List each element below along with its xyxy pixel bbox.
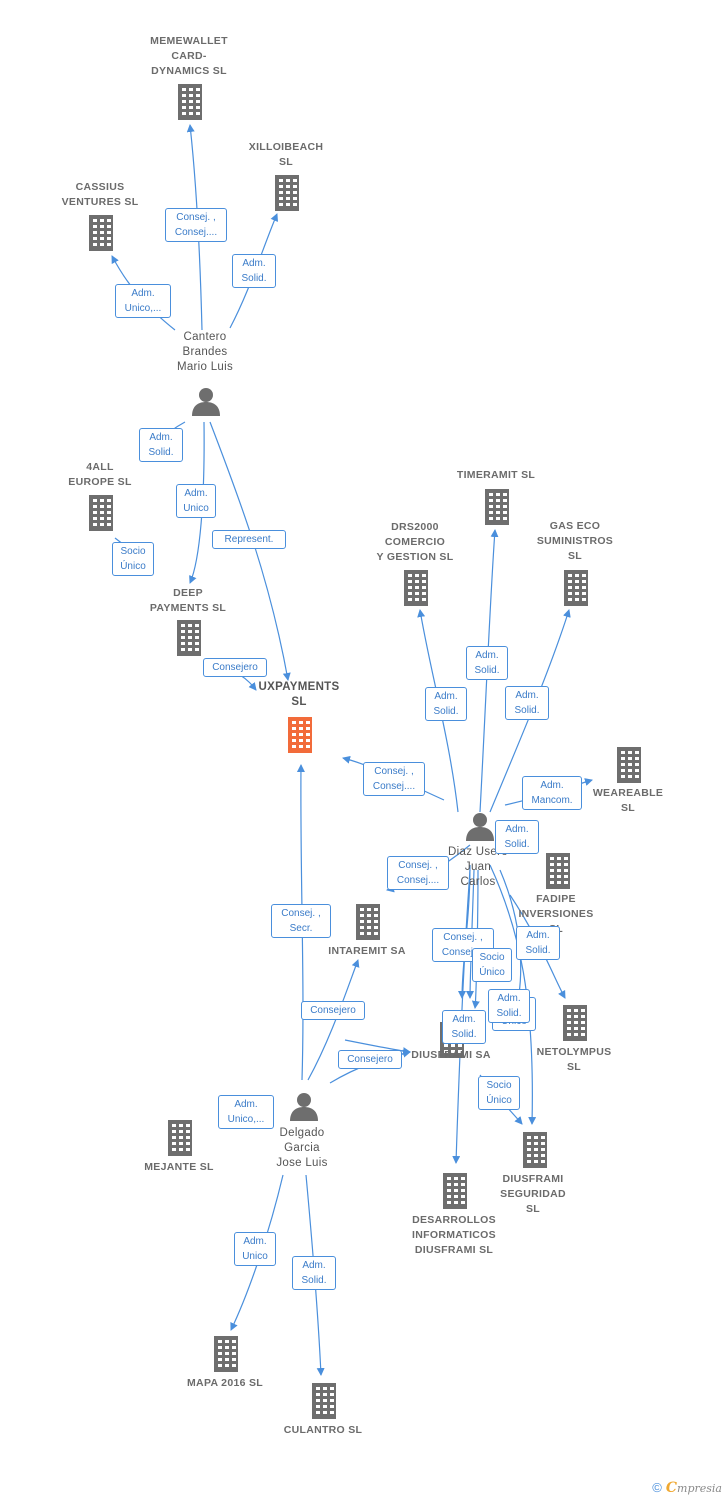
person-name[interactable]: Diaz Usero Juan Carlos — [448, 846, 508, 888]
building-icon[interactable] — [213, 1336, 239, 1377]
company-name[interactable]: MEMEWALLET CARD- DYNAMICS SL — [150, 35, 228, 77]
relationship-label[interactable]: Socio Único — [472, 948, 512, 982]
company-name[interactable]: CASSIUS VENTURES SL — [61, 181, 139, 208]
building-icon[interactable] — [545, 853, 571, 894]
building-icon[interactable] — [403, 570, 429, 611]
company-name[interactable]: MEJANTE SL — [144, 1161, 214, 1173]
relationship-label[interactable]: Adm. Solid. — [495, 820, 539, 854]
company-name[interactable]: 4ALL EUROPE SL — [68, 461, 132, 488]
relationship-edge — [452, 869, 471, 1164]
person-icon[interactable] — [465, 811, 495, 846]
copyright-symbol: © — [652, 1480, 662, 1495]
building-icon[interactable] — [176, 620, 202, 661]
company-name[interactable]: NETOLYMPUS SL — [536, 1046, 612, 1073]
relationship-label[interactable]: Consej. , Consej.... — [363, 762, 425, 796]
relationship-label[interactable]: Adm. Unico — [234, 1232, 276, 1266]
company-name[interactable]: XILLOIBEACH SL — [248, 141, 324, 168]
relationship-label[interactable]: Consejero — [338, 1050, 402, 1069]
relationship-label[interactable]: Adm. Mancom. — [522, 776, 582, 810]
person-name[interactable]: Delgado Garcia Jose Luis — [276, 1127, 328, 1169]
relationship-label[interactable]: Socio Único — [112, 542, 154, 576]
company-name[interactable]: DIUSFRAMI SEGURIDAD SL — [500, 1173, 566, 1215]
relationship-edge — [209, 421, 291, 681]
company-name[interactable]: GAS ECO SUMINISTROS SL — [536, 520, 614, 562]
relationship-label[interactable]: Consej. , Consej.... — [165, 208, 227, 242]
relationship-label[interactable]: Adm. Unico,... — [218, 1095, 274, 1129]
relationship-label[interactable]: Socio Único — [478, 1076, 520, 1110]
building-icon[interactable] — [274, 175, 300, 216]
relationship-label[interactable]: Adm. Solid. — [425, 687, 467, 721]
relationship-label[interactable]: Adm. Solid. — [139, 428, 183, 462]
building-icon[interactable] — [442, 1173, 468, 1214]
relationship-label[interactable]: Consej. , Consej.... — [387, 856, 449, 890]
company-name[interactable]: MAPA 2016 SL — [187, 1377, 263, 1389]
company-name[interactable]: WEAREABLE SL — [592, 787, 664, 814]
relationship-label[interactable]: Consej. , Secr. — [271, 904, 331, 938]
footer: ©Cmpresia — [652, 1480, 722, 1496]
relationship-edge — [344, 1039, 411, 1056]
person-icon[interactable] — [191, 386, 221, 421]
company-name[interactable]: DEEP PAYMENTS SL — [149, 587, 227, 614]
person-icon[interactable] — [289, 1091, 319, 1126]
relationship-label[interactable]: Adm. Unico — [176, 484, 216, 518]
building-icon[interactable] — [355, 904, 381, 945]
building-icon[interactable] — [88, 495, 114, 536]
relationship-edge — [489, 864, 537, 1125]
building-icon[interactable] — [484, 489, 510, 530]
relationship-label[interactable]: Adm. Solid. — [466, 646, 508, 680]
relationship-label[interactable]: Adm. Solid. — [442, 1010, 486, 1044]
building-icon[interactable] — [562, 1005, 588, 1046]
company-name[interactable]: INTAREMIT SA — [328, 945, 406, 957]
company-name[interactable]: CULANTRO SL — [283, 1424, 363, 1436]
building-icon[interactable] — [177, 84, 203, 125]
building-icon[interactable] — [88, 215, 114, 256]
building-icon[interactable] — [167, 1120, 193, 1161]
relationship-label[interactable]: Adm. Solid. — [516, 926, 560, 960]
building-icon[interactable] — [616, 747, 642, 788]
relationship-label[interactable]: Adm. Solid. — [505, 686, 549, 720]
company-name[interactable]: DESARROLLOS INFORMATICOS DIUSFRAMI SL — [412, 1214, 496, 1256]
building-icon[interactable] — [287, 717, 313, 758]
relationship-label[interactable]: Adm. Unico,... — [115, 284, 171, 318]
company-name[interactable]: DIUSFRAMI SA — [411, 1049, 491, 1061]
building-icon[interactable] — [311, 1383, 337, 1424]
company-name[interactable]: DRS2000 COMERCIO Y GESTION SL — [376, 521, 454, 563]
relationship-label[interactable]: Represent. — [212, 530, 286, 549]
relationship-label[interactable]: Consejero — [203, 658, 267, 677]
relationship-label[interactable]: Adm. Solid. — [292, 1256, 336, 1290]
company-name[interactable]: TIMERAMIT SL — [456, 469, 536, 481]
building-icon[interactable] — [522, 1132, 548, 1173]
relationship-edge — [189, 421, 205, 584]
relationship-label[interactable]: Adm. Solid. — [488, 989, 530, 1023]
building-icon[interactable] — [563, 570, 589, 611]
company-name[interactable]: UXPAYMENTS SL — [258, 681, 340, 708]
relationship-label[interactable]: Adm. Solid. — [232, 254, 276, 288]
relationship-label[interactable]: Consejero — [301, 1001, 365, 1020]
brand-logo: Cmpresia — [665, 1480, 722, 1496]
person-name[interactable]: Cantero Brandes Mario Luis — [176, 331, 234, 373]
